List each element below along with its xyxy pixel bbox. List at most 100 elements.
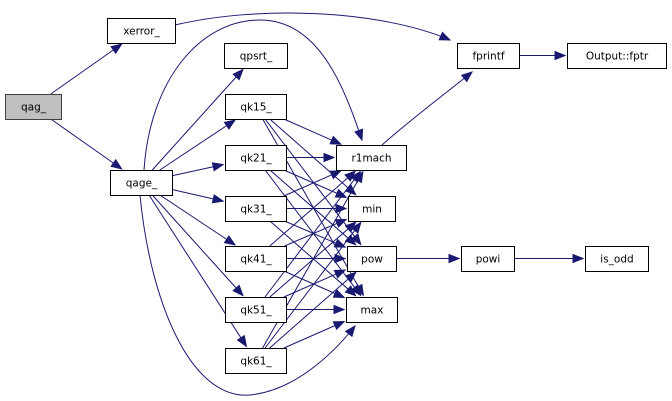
node-box[interactable]	[5, 94, 62, 120]
edges-layer	[50, 12, 585, 396]
edge-line	[143, 19, 363, 171]
node-box[interactable]	[225, 246, 287, 272]
edge-qk61-to-max	[283, 320, 346, 349]
arrowhead-icon	[344, 271, 357, 283]
node-label: qk51_	[240, 305, 272, 317]
arrowhead-icon	[333, 304, 346, 315]
node-box[interactable]	[347, 246, 397, 272]
node-label: r1mach	[351, 153, 391, 165]
edge-qk41-to-min	[284, 218, 348, 247]
node-r1mach[interactable]: r1mach	[336, 145, 407, 171]
edge-qage-to-qk21	[171, 162, 225, 177]
node-box[interactable]	[107, 18, 176, 44]
arrowhead-icon	[572, 253, 585, 264]
arrowhead-icon	[350, 221, 362, 234]
node-qk41[interactable]: qk41_	[225, 246, 287, 272]
arrowhead-icon	[448, 253, 461, 264]
node-fprintf[interactable]: fprintf	[457, 43, 520, 69]
arrowhead-icon	[344, 234, 357, 246]
node-box[interactable]	[461, 246, 515, 272]
node-max[interactable]: max	[346, 297, 398, 323]
arrowhead-icon	[329, 170, 343, 180]
arrowhead-icon	[223, 235, 237, 246]
node-label: min	[362, 204, 382, 216]
node-qag[interactable]: qag_	[5, 94, 62, 120]
node-box[interactable]	[567, 43, 667, 69]
edge-qk21-to-pow	[269, 169, 357, 246]
arrowhead-icon	[334, 218, 348, 228]
edge-qk61-to-pow	[269, 271, 357, 349]
node-box[interactable]	[225, 196, 287, 222]
node-label: is_odd	[600, 254, 633, 266]
arrowhead-icon	[110, 43, 123, 55]
edge-qk41-to-pow	[286, 253, 347, 264]
node-box[interactable]	[346, 297, 398, 323]
edge-line	[139, 194, 356, 396]
arrowhead-icon	[350, 284, 362, 297]
arrowhead-icon	[232, 68, 244, 81]
node-box[interactable]	[585, 246, 649, 272]
edge-line	[50, 118, 122, 170]
edge-qage-to-qk41	[159, 194, 237, 246]
node-box[interactable]	[225, 348, 287, 374]
arrowhead-icon	[344, 324, 356, 338]
arrowhead-icon	[333, 269, 347, 279]
node-box[interactable]	[225, 94, 287, 120]
arrowhead-icon	[334, 253, 347, 264]
arrowhead-icon	[344, 285, 357, 297]
node-qk15[interactable]: qk15_	[225, 94, 287, 120]
edge-qage-to-qk15	[159, 119, 237, 171]
edge-line	[151, 194, 244, 296]
arrowhead-icon	[333, 238, 347, 248]
node-box[interactable]	[457, 43, 520, 69]
arrowhead-icon	[460, 71, 474, 83]
edge-qk51-to-r1mach	[264, 170, 362, 298]
node-label: pow	[361, 254, 383, 266]
node-is_odd[interactable]: is_odd	[585, 246, 649, 272]
node-pow[interactable]: pow	[347, 246, 397, 272]
node-qk31[interactable]: qk31_	[225, 196, 287, 222]
edge-line	[269, 271, 357, 349]
node-box[interactable]	[348, 196, 396, 222]
edge-line	[283, 321, 345, 349]
edge-qk15-to-pow	[264, 118, 362, 246]
arrowhead-icon	[323, 152, 336, 163]
edge-qk21-to-r1mach	[286, 152, 336, 163]
node-label: Output::fptr	[586, 51, 649, 63]
node-qk51[interactable]: qk51_	[225, 297, 287, 323]
node-min[interactable]: min	[348, 196, 396, 222]
node-qk21[interactable]: qk21_	[225, 145, 287, 171]
node-box[interactable]	[225, 145, 287, 171]
edge-qag-to-xerror	[50, 43, 123, 95]
node-box[interactable]	[110, 170, 173, 196]
arrowhead-icon	[334, 188, 348, 198]
edge-line	[269, 169, 356, 246]
node-box[interactable]	[224, 43, 288, 69]
node-qpsrt[interactable]: qpsrt_	[224, 43, 288, 69]
node-xerror[interactable]: xerror_	[107, 18, 176, 44]
arrowhead-icon	[335, 203, 348, 214]
node-qage[interactable]: qage_	[110, 170, 173, 196]
node-powi[interactable]: powi	[461, 246, 515, 272]
edge-line	[284, 218, 347, 247]
node-box[interactable]	[336, 145, 407, 171]
edge-qage-to-qk51	[151, 194, 244, 297]
node-qk61[interactable]: qk61_	[225, 348, 287, 374]
edge-qage-to-qk31	[171, 189, 225, 204]
edge-qage-to-max	[139, 194, 356, 396]
edge-qage-to-qpsrt	[151, 68, 244, 171]
edge-powi-to-is_odd	[514, 253, 585, 264]
arrowhead-icon	[354, 128, 364, 142]
arrowhead-icon	[350, 233, 362, 246]
edge-line	[151, 69, 244, 171]
node-fptr[interactable]: Output::fptr	[567, 43, 667, 69]
nodes-layer: qag_ xerror_qage_ fprintf Output::fptr qpsrt…	[5, 18, 667, 374]
arrowhead-icon	[332, 288, 346, 299]
edge-xerror-to-fprintf	[174, 12, 452, 41]
edge-fprintf-to-fptr	[519, 50, 567, 61]
edge-line	[159, 194, 236, 246]
edge-qage-to-r1mach	[143, 19, 364, 171]
node-box[interactable]	[225, 297, 287, 323]
arrowhead-icon	[554, 50, 567, 61]
node-label: qk61_	[240, 356, 272, 368]
